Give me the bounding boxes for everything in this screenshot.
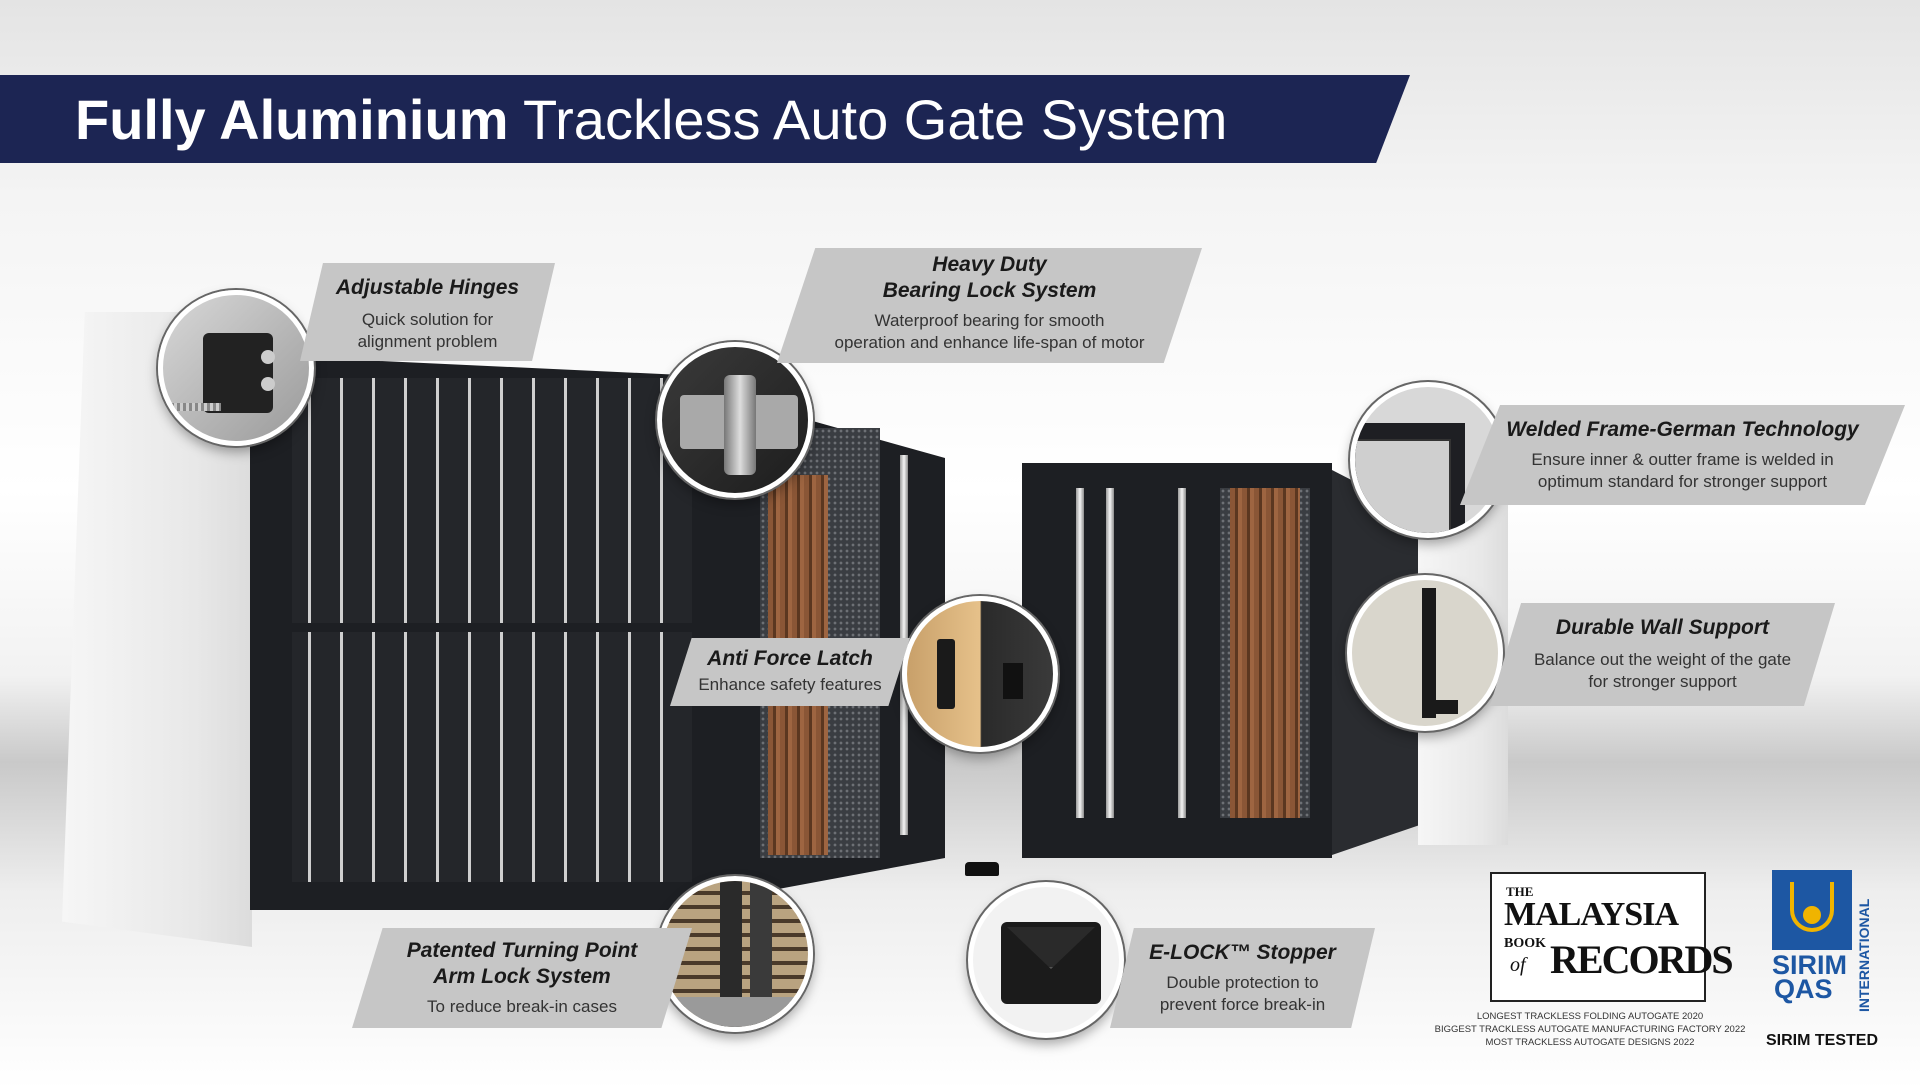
latch-photo-icon	[902, 596, 1058, 752]
records-line: LONGEST TRACKLESS FOLDING AUTOGATE 2020	[1476, 1011, 1704, 1022]
elock-floor-stopper	[965, 862, 999, 876]
mbr-of: of	[1510, 954, 1526, 976]
callout-desc: operation and enhance life-span of motor	[834, 333, 1145, 352]
right-gate-wood	[1230, 488, 1300, 818]
mbr-malaysia: MALAYSIA	[1504, 896, 1679, 933]
sirim-tested-label: SIRIM TESTED	[1766, 1032, 1879, 1049]
callout-title: Bearing Lock System	[882, 279, 1097, 302]
callout-desc: alignment problem	[357, 332, 498, 351]
malaysia-book-of-records-logo: THE MALAYSIA BOOK of RECORDS	[1490, 872, 1734, 1002]
callout-adjustable-hinges: Adjustable Hinges Quick solution for ali…	[300, 263, 555, 361]
sirim-emblem	[1772, 870, 1852, 950]
callout-desc: Balance out the weight of the gate	[1533, 650, 1792, 669]
callout-title: E-LOCK™ Stopper	[1149, 941, 1336, 964]
qas-text: QAS	[1774, 974, 1833, 1004]
sirim-qas-logo: SIRIM QAS INTERNATIONAL	[1772, 870, 1878, 1025]
bearing-photo-icon	[657, 342, 813, 498]
left-gate-slats-lower	[292, 632, 692, 882]
callout-desc: Quick solution for	[361, 310, 494, 329]
title-bold: Fully Aluminium	[75, 88, 509, 151]
right-gate-steel-2	[1106, 488, 1114, 818]
callout-title: Durable Wall Support	[1555, 616, 1770, 639]
callout-desc: To reduce break-in cases	[427, 997, 617, 1016]
callout-desc: Ensure inner & outter frame is welded in	[1531, 450, 1834, 469]
international-text: INTERNATIONAL	[1856, 898, 1872, 1012]
callout-anti-force-latch: Anti Force Latch Enhance safety features	[670, 638, 910, 706]
callout-desc: prevent force break-in	[1159, 995, 1326, 1014]
right-gate-steel-1	[1076, 488, 1084, 818]
title-light: Trackless Auto Gate System	[523, 88, 1228, 151]
callout-wall-support: Durable Wall Support Balance out the wei…	[1490, 603, 1835, 706]
callout-desc: Double protection to	[1166, 973, 1319, 992]
wall-support-photo-icon	[1347, 575, 1503, 731]
elock-photo-icon	[968, 882, 1124, 1038]
hinge-photo-icon	[158, 290, 314, 446]
callout-bearing-lock: Heavy Duty Bearing Lock System Waterproo…	[777, 248, 1202, 363]
callout-welded-frame: Welded Frame-German Technology Ensure in…	[1460, 405, 1905, 505]
page-title: Fully Aluminium Trackless Auto Gate Syst…	[75, 85, 1227, 155]
callout-title: Anti Force Latch	[707, 647, 873, 670]
callout-title: Heavy Duty	[932, 253, 1047, 276]
callout-desc: Enhance safety features	[698, 675, 882, 694]
mbr-the: THE	[1506, 884, 1534, 899]
sirim-text: SIRIM	[1772, 950, 1848, 980]
callout-title: Welded Frame-German Technology	[1506, 418, 1859, 441]
callout-desc: optimum standard for stronger support	[1537, 472, 1828, 491]
callout-title: Adjustable Hinges	[335, 276, 520, 299]
callout-title: Arm Lock System	[433, 965, 611, 988]
records-line: MOST TRACKLESS AUTOGATE DESIGNS 2022	[1485, 1037, 1695, 1048]
mbr-book: BOOK	[1504, 936, 1547, 951]
records-achievements: LONGEST TRACKLESS FOLDING AUTOGATE 2020 …	[1420, 1010, 1760, 1049]
callout-desc: for stronger support	[1588, 672, 1737, 691]
records-line: BIGGEST TRACKLESS AUTOGATE MANUFACTURING…	[1434, 1024, 1746, 1035]
right-gate-steel-3	[1178, 488, 1186, 818]
callout-elock-stopper: E-LOCK™ Stopper Double protection to pre…	[1110, 928, 1375, 1028]
callout-desc: Waterproof bearing for smooth	[874, 311, 1105, 330]
mbr-records: RECORDS	[1550, 937, 1734, 982]
callout-title: Patented Turning Point	[406, 939, 638, 962]
callout-turning-point: Patented Turning Point Arm Lock System T…	[352, 928, 692, 1028]
left-gate-slats-upper	[292, 378, 692, 623]
title-banner: Fully Aluminium Trackless Auto Gate Syst…	[0, 75, 1410, 163]
